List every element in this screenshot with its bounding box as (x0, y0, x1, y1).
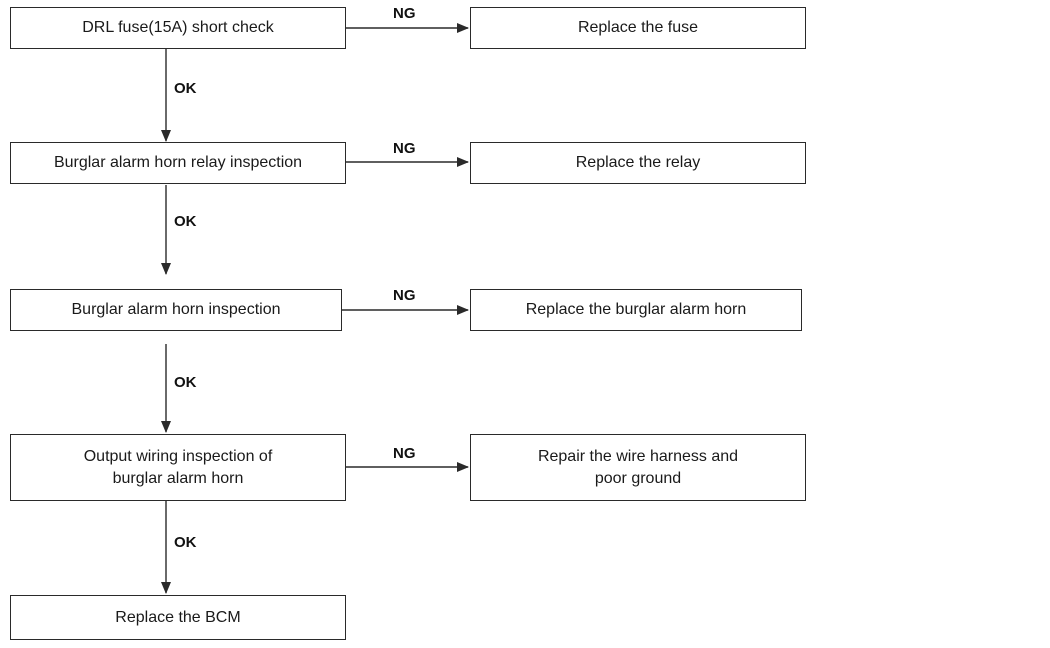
action-text-2: Replace the relay (575, 154, 701, 171)
ng-label-2: NG (393, 140, 416, 157)
ng-label-1: NG (393, 5, 416, 22)
action-box-4: Repair the wire harness and poor ground (470, 434, 806, 501)
check-text-4: Output wiring inspection of burglar alar… (83, 447, 273, 487)
check-text-3: Burglar alarm horn inspection (71, 301, 281, 318)
action-text-1: Replace the fuse (577, 19, 699, 36)
check-box-4: Output wiring inspection of burglar alar… (10, 434, 346, 501)
check-box-1: DRL fuse(15A) short check (10, 7, 346, 49)
action-box-3: Replace the burglar alarm horn (470, 289, 802, 331)
action-box-2: Replace the relay (470, 142, 806, 184)
check-text-2: Burglar alarm horn relay inspection (53, 154, 303, 171)
action-text-3: Replace the burglar alarm horn (525, 301, 747, 318)
ok-label-2: OK (174, 213, 197, 230)
ng-label-3: NG (393, 287, 416, 304)
ok-label-4: OK (174, 534, 197, 551)
check-box-2: Burglar alarm horn relay inspection (10, 142, 346, 184)
ng-label-4: NG (393, 445, 416, 462)
ok-label-1: OK (174, 80, 197, 97)
action-text-4: Repair the wire harness and poor ground (537, 447, 739, 487)
check-text-1: DRL fuse(15A) short check (82, 19, 274, 36)
check-box-3: Burglar alarm horn inspection (10, 289, 342, 331)
action-box-1: Replace the fuse (470, 7, 806, 49)
ok-label-3: OK (174, 374, 197, 391)
final-text: Replace the BCM (115, 608, 241, 626)
final-box: Replace the BCM (10, 595, 346, 640)
